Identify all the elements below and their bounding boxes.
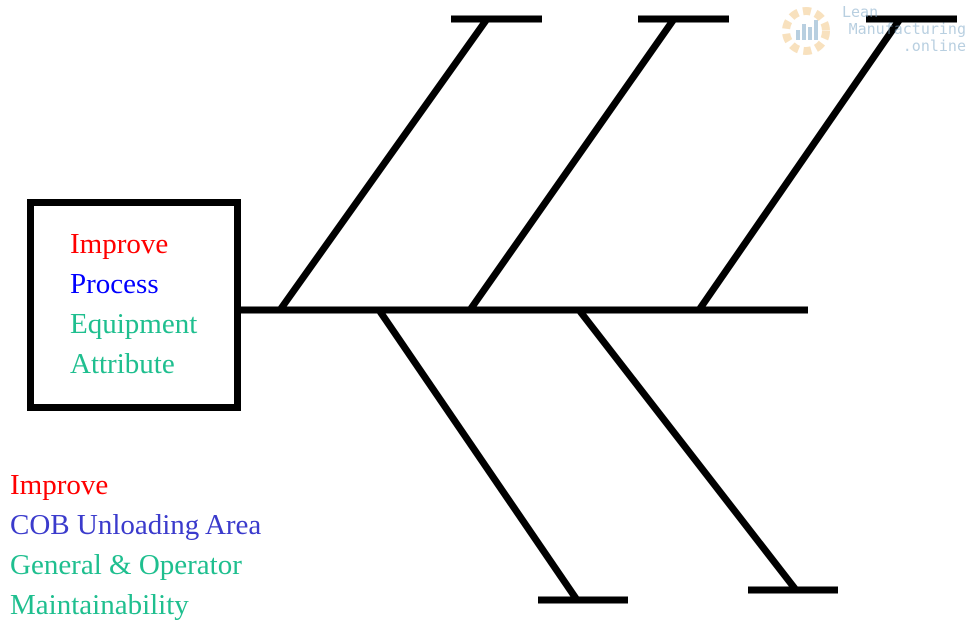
bottom-general-text: General & Operator xyxy=(10,549,242,581)
logo-word-manufacturing: Manufacturing xyxy=(848,20,966,38)
logo-word-lean: Lean xyxy=(842,3,879,21)
bone-lower-2 xyxy=(576,307,799,593)
watermark-logo: Lean Manufacturing .online xyxy=(776,2,966,60)
head-equipment-text: Equipment xyxy=(70,308,198,340)
fish-head-box xyxy=(27,199,241,411)
bone-upper-3 xyxy=(696,17,903,312)
logo-word-online: .online xyxy=(902,37,966,55)
bottom-improve-text: Improve xyxy=(10,469,109,501)
head-process-text: Process xyxy=(70,268,159,300)
head-improve-text: Improve xyxy=(70,228,169,260)
head-attribute-text: Attribute xyxy=(70,348,175,380)
bone-lower-1 xyxy=(376,308,580,602)
bone-upper-2 xyxy=(467,16,677,313)
bottom-label: Improve COB Unloading Area General & Ope… xyxy=(10,465,261,625)
fish-head-label: Improve Process Equipment Attribute xyxy=(70,224,197,384)
bone-upper-1 xyxy=(277,16,490,313)
bottom-maintainability-text: Maintainability xyxy=(10,589,189,621)
logo-wordmark: Lean Manufacturing .online xyxy=(840,4,966,55)
gear-chart-icon xyxy=(782,7,830,55)
bottom-category-text: COB Unloading Area xyxy=(10,509,262,541)
